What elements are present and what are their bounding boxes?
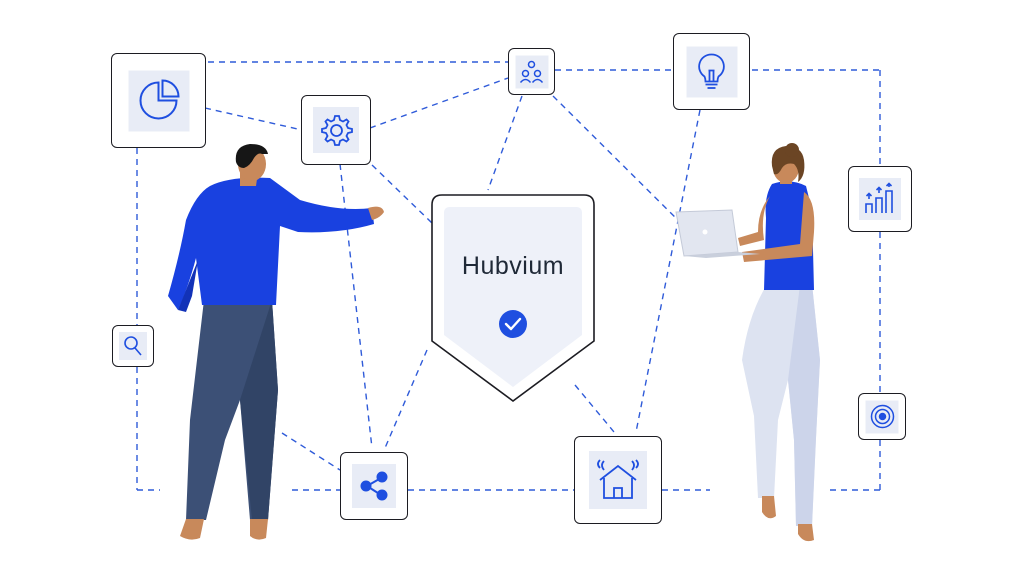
pie-chart-node xyxy=(111,53,206,148)
gear-icon xyxy=(321,115,353,146)
growth-node xyxy=(848,166,912,232)
security-shield xyxy=(431,194,595,402)
smart-home-node xyxy=(574,436,662,524)
settings-node xyxy=(301,95,371,165)
idea-node xyxy=(673,33,750,110)
growth-chart-icon xyxy=(865,182,893,213)
team-node xyxy=(508,48,555,95)
share-icon xyxy=(360,471,388,501)
smart-home-icon xyxy=(597,459,639,499)
target-node xyxy=(858,393,906,440)
pie-chart-icon xyxy=(139,79,180,120)
lightbulb-icon xyxy=(698,53,725,89)
magnifier-icon xyxy=(124,336,142,356)
brand-logo: Hubvium xyxy=(461,252,565,280)
team-icon xyxy=(519,60,544,84)
search-node xyxy=(112,325,154,367)
share-node xyxy=(340,452,408,520)
checkmark-icon xyxy=(499,310,527,338)
target-icon xyxy=(870,404,894,429)
